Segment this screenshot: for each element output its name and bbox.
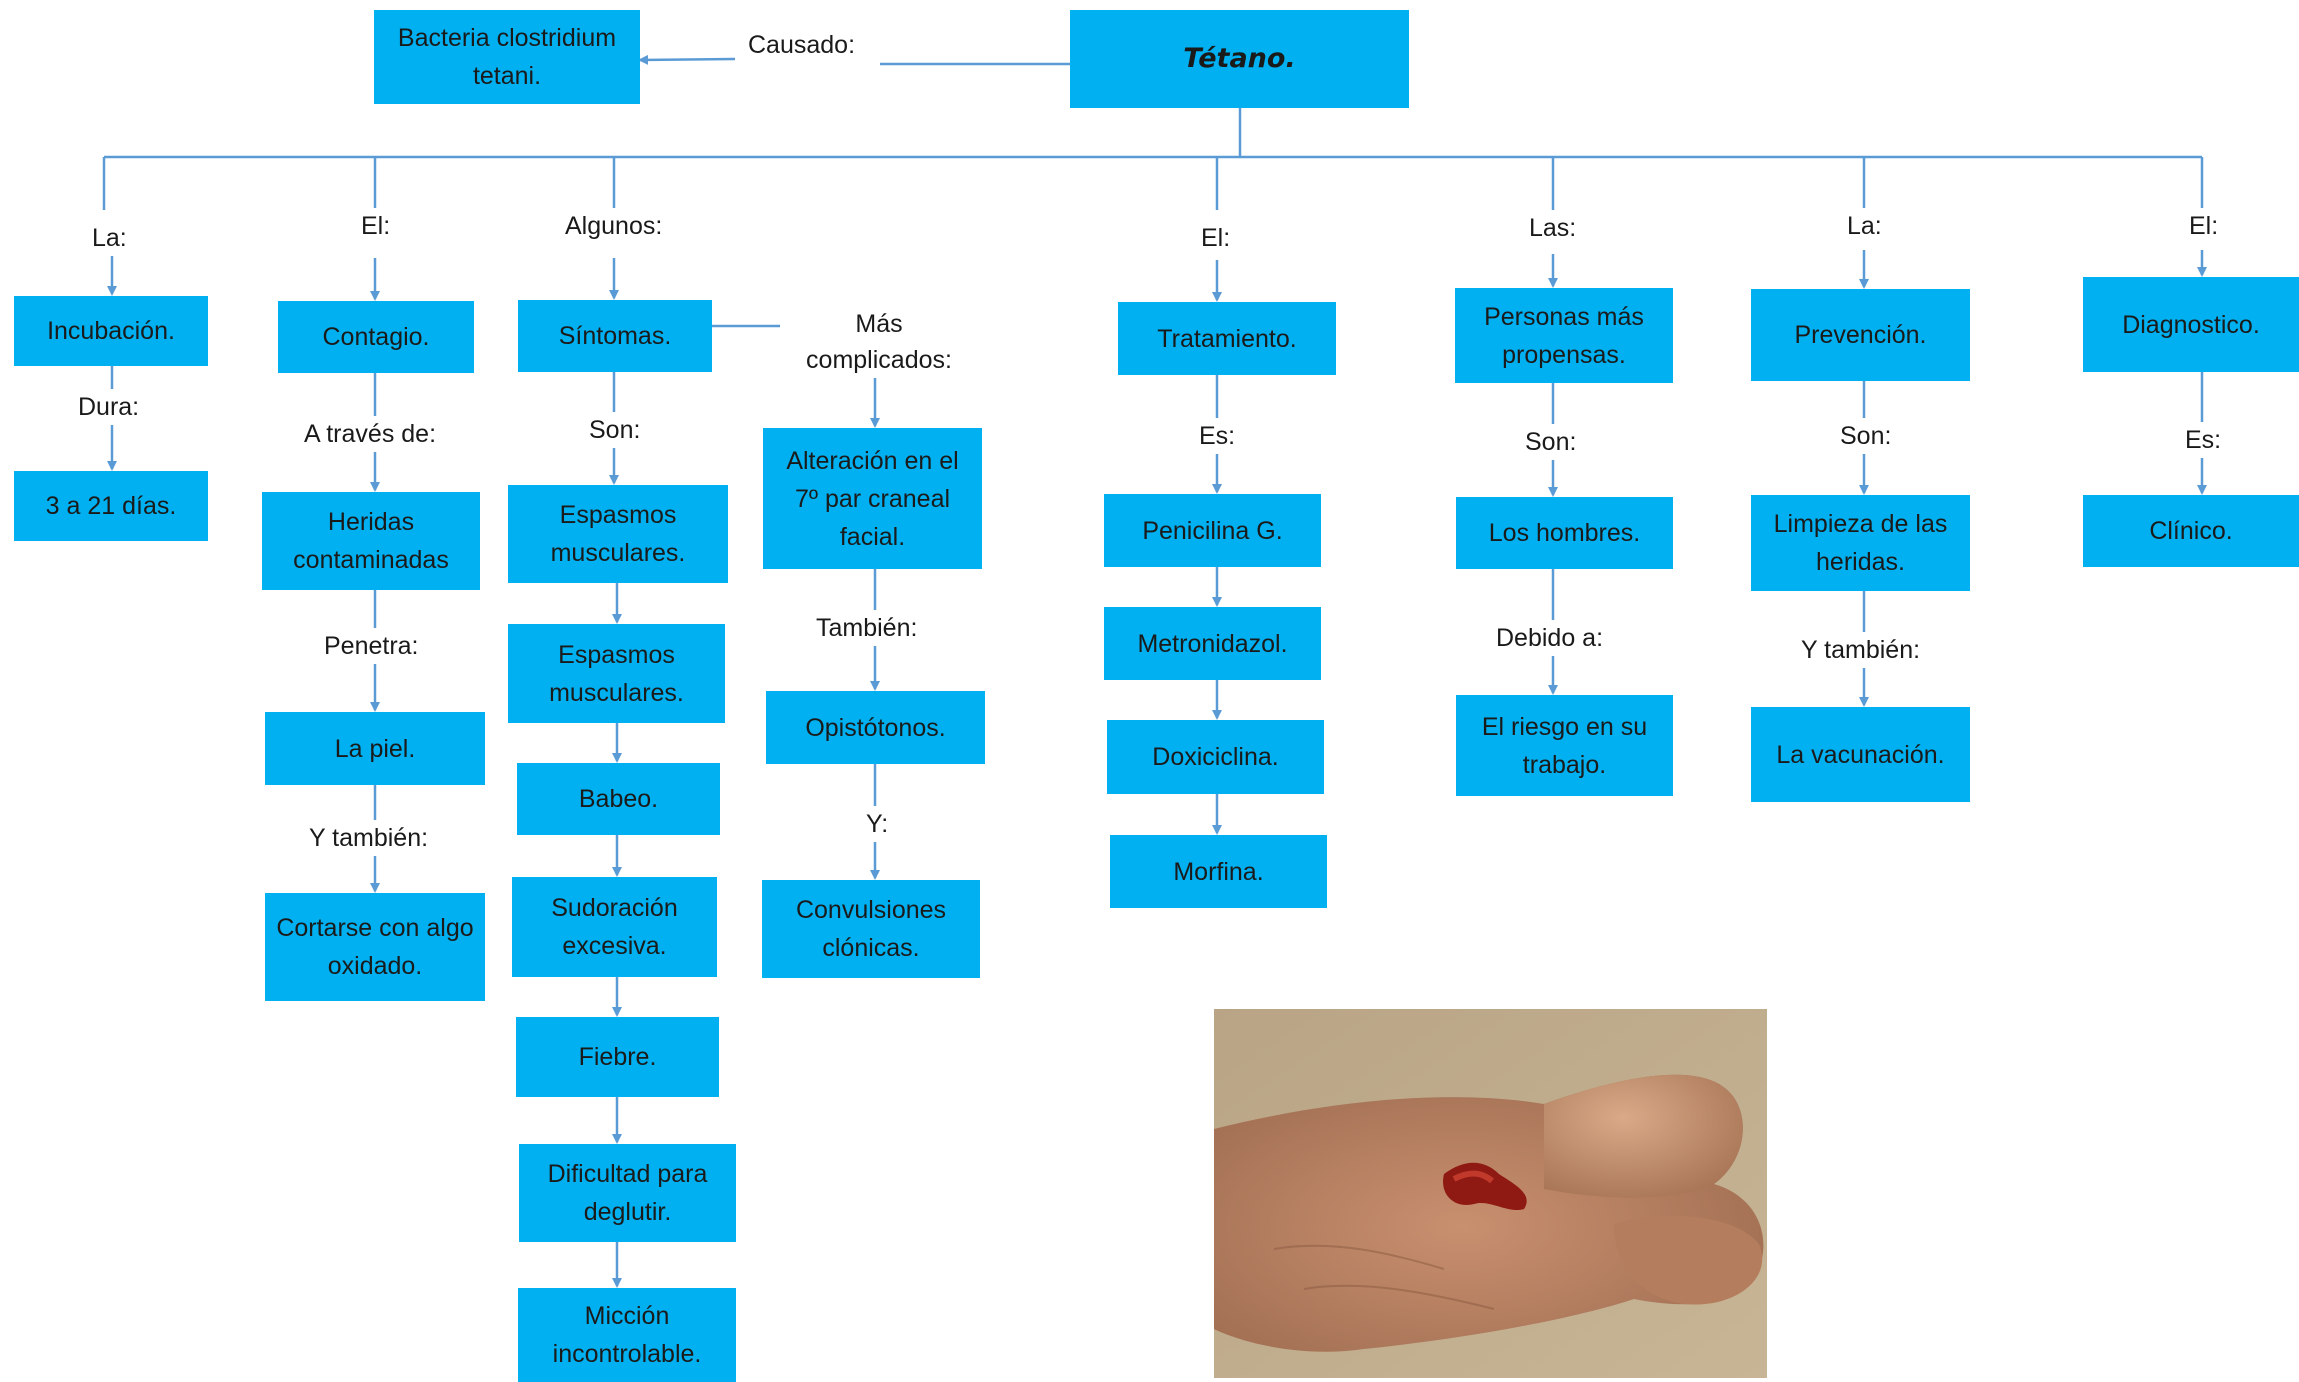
personas-box: Personas más propensas. (1455, 288, 1673, 383)
complicados-link-3: Y: (862, 806, 893, 842)
title-box: Tétano. (1070, 10, 1409, 108)
diagnostico-link: Es: (2181, 422, 2226, 458)
sintoma-item: Dificultad para deglutir. (519, 1144, 736, 1242)
contagio-link-2: Penetra: (320, 628, 423, 664)
diagnostico-value: Clínico. (2083, 495, 2299, 567)
complicados-box-3: Convulsiones clónicas. (762, 880, 980, 978)
label-prevencion: La: (1843, 208, 1886, 244)
cause-label: Causado: (744, 27, 860, 63)
incubacion-value: 3 a 21 días. (14, 471, 208, 541)
sintoma-item: Espasmos musculares. (508, 485, 728, 583)
tratamiento-item: Metronidazol. (1104, 607, 1321, 680)
complicados-link-2: También: (812, 610, 922, 646)
prevencion-link-1: Son: (1836, 418, 1896, 454)
sintoma-item: Babeo. (517, 763, 720, 835)
tratamiento-link: Es: (1195, 418, 1240, 454)
label-contagio: El: (357, 208, 395, 244)
personas-link-2: Debido a: (1492, 620, 1608, 656)
prevencion-box-1: Limpieza de las heridas. (1751, 495, 1970, 591)
tratamiento-item: Morfina. (1110, 835, 1327, 908)
tratamiento-item: Doxiciclina. (1107, 720, 1324, 794)
prevencion-link-2: Y también: (1797, 632, 1925, 668)
diagnostico-box: Diagnostico. (2083, 277, 2299, 372)
toe-wound-photo (1214, 1009, 1767, 1378)
sintoma-item: Sudoración excesiva. (512, 877, 717, 977)
label-sintomas: Algunos: (561, 208, 667, 244)
incubacion-box: Incubación. (14, 296, 208, 366)
contagio-box-2: La piel. (265, 712, 485, 785)
tratamiento-box: Tratamiento. (1118, 302, 1336, 375)
prevencion-box-2: La vacunación. (1751, 707, 1970, 802)
sintomas-box: Síntomas. (518, 300, 712, 372)
personas-box-1: Los hombres. (1456, 497, 1673, 569)
label-personas: Las: (1525, 210, 1581, 246)
contagio-box-3: Cortarse con algo oxidado. (265, 893, 485, 1001)
contagio-box: Contagio. (278, 301, 474, 373)
sintoma-item: Micción incontrolable. (518, 1288, 736, 1382)
complicados-label: Más complicados: (780, 306, 978, 378)
label-tratamiento: El: (1197, 220, 1235, 256)
sintomas-link: Son: (585, 412, 645, 448)
personas-box-2: El riesgo en su trabajo. (1456, 695, 1673, 796)
label-incubacion: La: (88, 220, 131, 256)
contagio-link-1: A través de: (300, 416, 441, 452)
tratamiento-item: Penicilina G. (1104, 494, 1321, 567)
contagio-box-1: Heridas contaminadas (262, 492, 480, 590)
sintoma-item: Fiebre. (516, 1017, 719, 1097)
complicados-box-1: Alteración en el 7º par craneal facial. (763, 428, 982, 569)
complicados-box-2: Opistótonos. (766, 691, 985, 764)
connector-arrow (638, 54, 736, 65)
sintoma-item: Espasmos musculares. (508, 624, 725, 723)
personas-link-1: Son: (1521, 424, 1581, 460)
label-diagnostico: El: (2185, 208, 2223, 244)
incubacion-link: Dura: (74, 389, 144, 425)
contagio-link-3: Y también: (305, 820, 433, 856)
prevencion-box: Prevención. (1751, 289, 1970, 381)
cause-box: Bacteria clostridium tetani. (374, 10, 640, 104)
